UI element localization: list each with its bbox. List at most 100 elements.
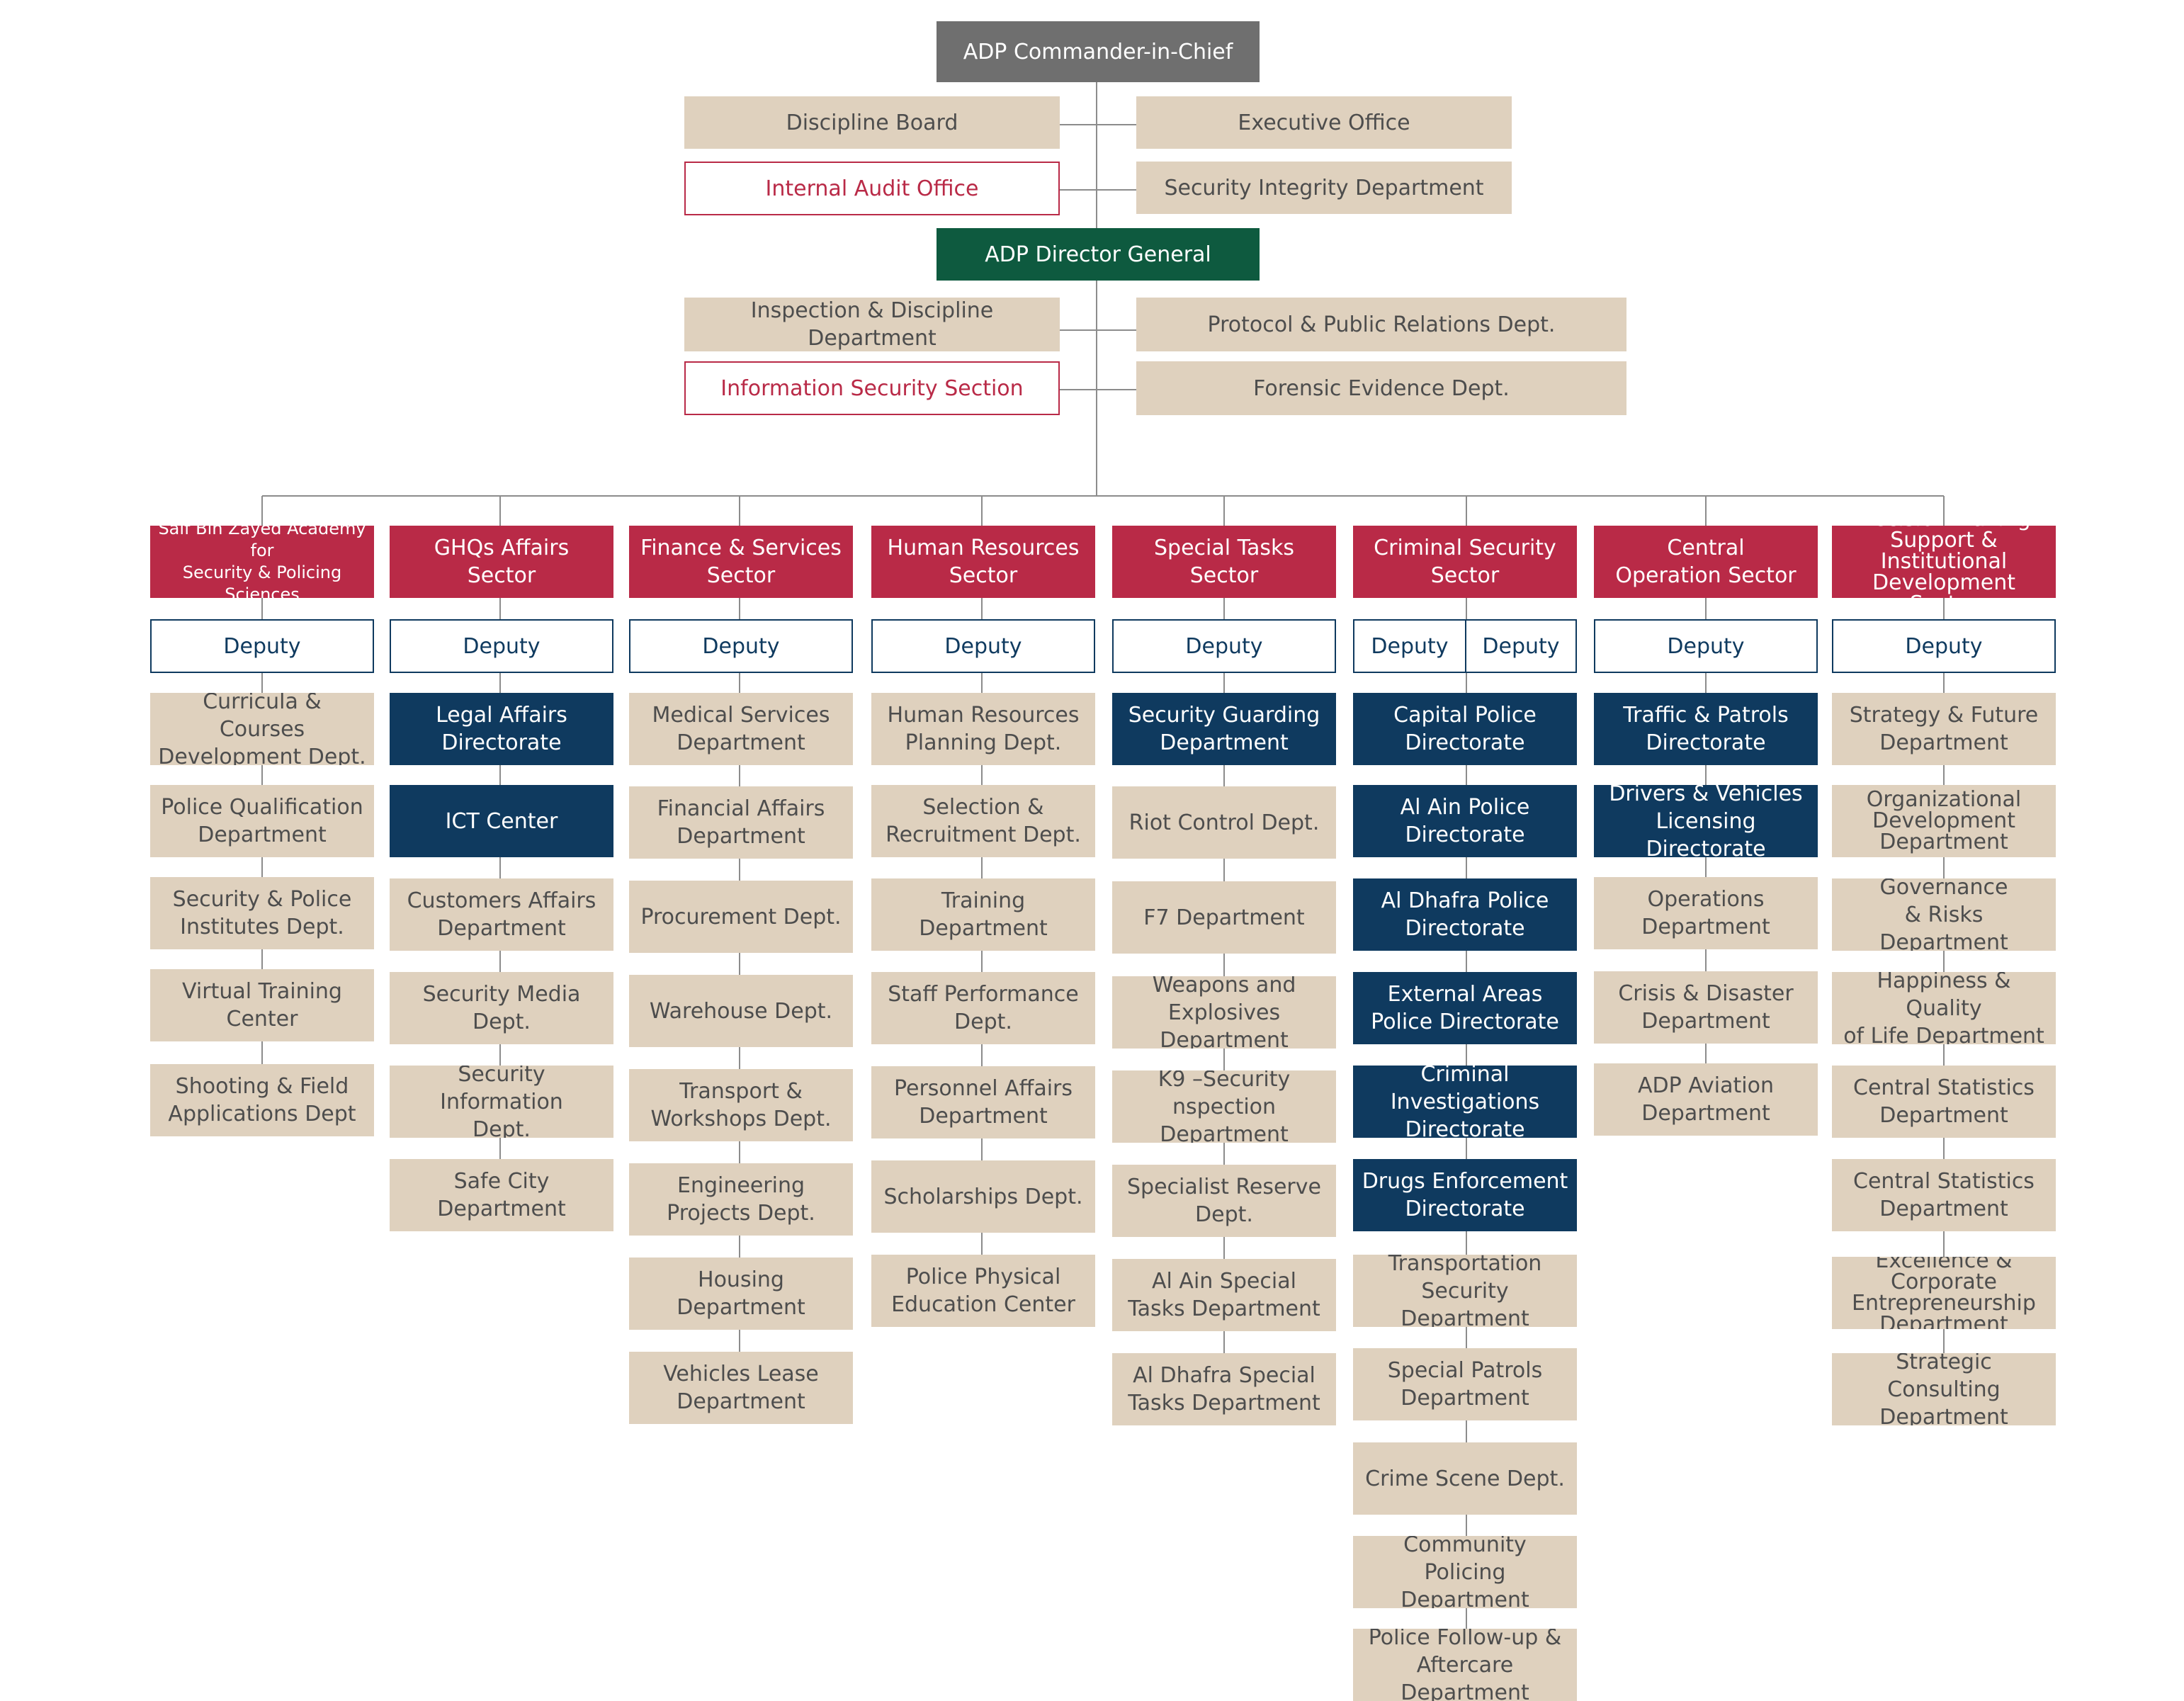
unit-box[interactable]: Strategic Consulting Department xyxy=(1832,1353,2056,1425)
unit-box[interactable]: Special Patrols Department xyxy=(1353,1348,1577,1420)
unit-box[interactable]: Weapons and Explosives Department xyxy=(1112,976,1336,1049)
sector-header[interactable]: GHQs Affairs Sector xyxy=(390,526,613,598)
unit-label: Security & Police Institutes Dept. xyxy=(172,887,352,939)
deputy-label: Deputy xyxy=(702,633,780,659)
sector-header[interactable]: Decision Making Support & Institutional … xyxy=(1832,526,2056,598)
unit-box[interactable]: Community Policing Department xyxy=(1353,1536,1577,1608)
internal-audit-office-box[interactable]: Internal Audit Office xyxy=(684,162,1060,215)
unit-label: Central Statistics Department xyxy=(1853,1169,2035,1221)
sector-title: GHQs Affairs Sector xyxy=(434,536,570,588)
unit-box[interactable]: Selection & Recruitment Dept. xyxy=(871,785,1095,857)
discipline-board-box[interactable]: Discipline Board xyxy=(684,96,1060,149)
director-general-label: ADP Director General xyxy=(985,242,1211,267)
unit-box[interactable]: Drivers & Vehicles Licensing Directorate xyxy=(1594,785,1818,857)
unit-box[interactable]: Training Department xyxy=(871,878,1095,951)
unit-box[interactable]: Central Statistics Department xyxy=(1832,1066,2056,1138)
unit-box[interactable]: Capital Police Directorate xyxy=(1353,693,1577,765)
unit-box[interactable]: Central Statistics Department xyxy=(1832,1159,2056,1231)
inspection-discipline-box[interactable]: Inspection & Discipline Department xyxy=(684,298,1060,351)
unit-label: Drugs Enforcement Directorate xyxy=(1362,1169,1568,1221)
unit-box[interactable]: Specialist Reserve Dept. xyxy=(1112,1165,1336,1237)
deputy-box[interactable]: Deputy xyxy=(150,619,374,673)
unit-box[interactable]: Housing Department xyxy=(629,1258,853,1330)
sector-header[interactable]: Saif Bin Zayed Academy for Security & Po… xyxy=(150,526,374,598)
unit-box[interactable]: Curricula & Courses Development Dept. xyxy=(150,693,374,765)
unit-label: Vehicles Lease Department xyxy=(663,1362,819,1414)
sector-header[interactable]: Criminal Security Sector xyxy=(1353,526,1577,598)
sector-header[interactable]: Special Tasks Sector xyxy=(1112,526,1336,598)
unit-box[interactable]: Organizational Development Department xyxy=(1832,785,2056,857)
security-integrity-box[interactable]: Security Integrity Department xyxy=(1136,162,1512,214)
unit-box[interactable]: Legal Affairs Directorate xyxy=(390,693,613,765)
unit-box[interactable]: F7 Department xyxy=(1112,881,1336,954)
unit-box[interactable]: Al Ain Special Tasks Department xyxy=(1112,1259,1336,1331)
unit-box[interactable]: Transportation Security Department xyxy=(1353,1255,1577,1327)
unit-label: Organizational Development Department xyxy=(1866,787,2022,854)
director-general-box[interactable]: ADP Director General xyxy=(937,228,1260,281)
unit-box[interactable]: Personnel Affairs Department xyxy=(871,1066,1095,1138)
unit-label: Weapons and Explosives Department xyxy=(1152,976,1296,1049)
unit-label: Riot Control Dept. xyxy=(1128,810,1320,835)
unit-box[interactable]: Al Dhafra Police Directorate xyxy=(1353,878,1577,951)
unit-box[interactable]: Procurement Dept. xyxy=(629,881,853,953)
protocol-public-relations-box[interactable]: Protocol & Public Relations Dept. xyxy=(1136,298,1626,351)
unit-box[interactable]: Al Dhafra Special Tasks Department xyxy=(1112,1353,1336,1425)
sector-title: Central Operation Sector xyxy=(1615,536,1797,588)
unit-box[interactable]: Crisis & Disaster Department xyxy=(1594,971,1818,1044)
deputy-box[interactable]: Deputy xyxy=(1594,619,1818,673)
deputy-box[interactable]: Deputy xyxy=(1832,619,2056,673)
deputy-box[interactable]: Deputy xyxy=(1112,619,1336,673)
unit-box[interactable]: Transport & Workshops Dept. xyxy=(629,1069,853,1141)
sector-title: Criminal Security Sector xyxy=(1374,536,1556,588)
deputy-box[interactable]: Deputy xyxy=(1465,619,1577,673)
sector-header[interactable]: Central Operation Sector xyxy=(1594,526,1818,598)
unit-label: Scholarships Dept. xyxy=(883,1184,1083,1209)
deputy-box[interactable]: Deputy xyxy=(390,619,613,673)
unit-box[interactable]: Riot Control Dept. xyxy=(1112,786,1336,859)
sector-header[interactable]: Finance & Services Sector xyxy=(629,526,853,598)
deputy-box[interactable]: Deputy xyxy=(871,619,1095,673)
unit-box[interactable]: K9 –Security nspection Department xyxy=(1112,1070,1336,1143)
unit-box[interactable]: Operations Department xyxy=(1594,877,1818,949)
unit-box[interactable]: Safe City Department xyxy=(390,1159,613,1231)
unit-box[interactable]: Security Information Dept. xyxy=(390,1066,613,1138)
information-security-box[interactable]: Information Security Section xyxy=(684,361,1060,415)
unit-box[interactable]: Strategy & Future Department xyxy=(1832,693,2056,765)
unit-box[interactable]: ICT Center xyxy=(390,785,613,857)
unit-box[interactable]: Shooting & Field Applications Dept xyxy=(150,1064,374,1136)
sector-header[interactable]: Human Resources Sector xyxy=(871,526,1095,598)
unit-box[interactable]: Scholarships Dept. xyxy=(871,1160,1095,1233)
unit-box[interactable]: Human Resources Planning Dept. xyxy=(871,693,1095,765)
executive-office-box[interactable]: Executive Office xyxy=(1136,96,1512,149)
unit-box[interactable]: External Areas Police Directorate xyxy=(1353,972,1577,1044)
unit-box[interactable]: Staff Performance Dept. xyxy=(871,972,1095,1044)
unit-box[interactable]: Customers Affairs Department xyxy=(390,878,613,951)
unit-box[interactable]: Al Ain Police Directorate xyxy=(1353,785,1577,857)
unit-label: External Areas Police Directorate xyxy=(1371,982,1559,1034)
unit-box[interactable]: Excellence & Corporate Entrepreneurship … xyxy=(1832,1257,2056,1329)
unit-box[interactable]: Security Guarding Department xyxy=(1112,693,1336,765)
unit-box[interactable]: Engineering Projects Dept. xyxy=(629,1163,853,1236)
unit-box[interactable]: Traffic & Patrols Directorate xyxy=(1594,693,1818,765)
unit-box[interactable]: Criminal Investigations Directorate xyxy=(1353,1066,1577,1138)
commander-in-chief-box[interactable]: ADP Commander-in-Chief xyxy=(937,21,1260,82)
unit-box[interactable]: Police Qualification Department xyxy=(150,785,374,857)
forensic-evidence-box[interactable]: Forensic Evidence Dept. xyxy=(1136,361,1626,415)
unit-box[interactable]: Warehouse Dept. xyxy=(629,975,853,1047)
deputy-box[interactable]: Deputy xyxy=(629,619,853,673)
unit-box[interactable]: Virtual Training Center xyxy=(150,969,374,1041)
unit-box[interactable]: Police Follow-up & Aftercare Department xyxy=(1353,1629,1577,1701)
unit-box[interactable]: Governance & Risks Department xyxy=(1832,878,2056,951)
unit-box[interactable]: Police Physical Education Center xyxy=(871,1255,1095,1327)
unit-box[interactable]: Security Media Dept. xyxy=(390,972,613,1044)
unit-box[interactable]: Happiness & Quality of Life Department xyxy=(1832,972,2056,1044)
deputy-box[interactable]: Deputy xyxy=(1353,619,1466,673)
unit-box[interactable]: Drugs Enforcement Directorate xyxy=(1353,1159,1577,1231)
unit-box[interactable]: Vehicles Lease Department xyxy=(629,1352,853,1424)
unit-box[interactable]: Financial Affairs Department xyxy=(629,786,853,859)
unit-box[interactable]: Medical Services Department xyxy=(629,693,853,765)
unit-box[interactable]: Security & Police Institutes Dept. xyxy=(150,877,374,949)
unit-label: Personnel Affairs Department xyxy=(893,1076,1073,1129)
unit-box[interactable]: Crime Scene Dept. xyxy=(1353,1442,1577,1515)
unit-box[interactable]: ADP Aviation Department xyxy=(1594,1063,1818,1136)
